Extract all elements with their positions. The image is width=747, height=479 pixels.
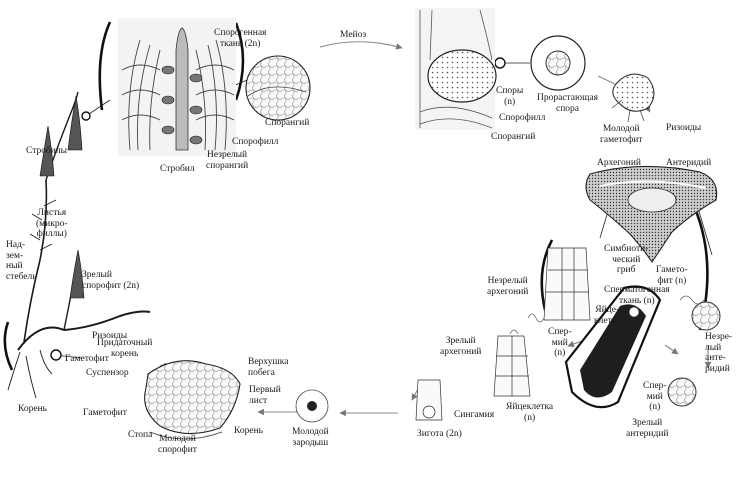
label-strobil: Стробил <box>160 164 195 174</box>
label-leaves-microphylls: Листья (микро- филлы) <box>36 208 68 239</box>
strobili-drawing <box>39 95 85 299</box>
label-sperm-left: Спер- мий (n) <box>548 327 572 358</box>
mature-gametophyte-drawing <box>585 165 718 263</box>
label-aerial-stem: Над- зем- ный стебель <box>6 240 37 282</box>
label-antheridium: Антеридий <box>666 158 712 168</box>
label-first-leaf: Первый лист <box>249 385 281 406</box>
label-symbiotic-fungus: Симбиоти- ческий гриб <box>604 244 649 275</box>
label-shoot-apex: Верхушка побега <box>248 357 289 378</box>
label-root-embryo: Корень <box>234 426 263 436</box>
label-rhizoids-left: Ризоиды <box>92 331 128 341</box>
young-sporophyte-drawing <box>144 360 329 440</box>
label-spores: Споры (n) <box>496 86 524 107</box>
label-foot: Стопа <box>128 430 153 440</box>
label-egg-cell-bottom: Яйцеклетка (n) <box>506 402 554 423</box>
sporangium-drawing <box>415 8 586 130</box>
label-immature-sporangium: Незрелый спорангий <box>206 150 249 171</box>
archegonia-drawing <box>415 247 591 421</box>
label-sporangium-mid: Спорангий <box>491 132 536 142</box>
label-archegonium: Архегоний <box>597 158 642 168</box>
label-mature-antheridium: Зрелый антеридий <box>626 418 669 439</box>
label-zygote: Зигота (2n) <box>417 429 462 439</box>
label-rhizoids-right: Ризоиды <box>666 123 702 133</box>
label-immature-archegonium: Незрелый архегоний <box>487 276 529 297</box>
label-sperm-right: Спер- мий (n) <box>643 381 667 412</box>
young-gametophyte-drawing <box>611 73 655 123</box>
label-sporophyll-mid: Спорофилл <box>499 113 546 123</box>
label-strobili: Стробилы <box>26 146 68 156</box>
label-meiosis: Мейоз <box>340 30 367 40</box>
label-gametophyte-plant: Гаметофит <box>65 354 109 364</box>
label-syngamy: Сингамия <box>454 410 495 420</box>
strobilus-section-drawing <box>118 18 311 156</box>
label-germinating-spore: Прорастающая спора <box>537 93 599 114</box>
label-suspensor: Суспензор <box>86 368 129 378</box>
arrow-meiosis <box>319 41 403 50</box>
label-immature-antheridium: Незре- лый анте- ридий <box>705 332 733 374</box>
label-young-embryo: Молодой зародыш <box>292 427 329 448</box>
label-adventitious-root: Придаточный корень <box>97 338 153 359</box>
label-spermatogenous-tissue: Сперматогенная ткань (n) <box>604 285 670 306</box>
label-young-gametophyte: Молодой гаметофит <box>600 124 643 145</box>
label-young-sporophyte: Молодой спорофит <box>158 434 197 455</box>
label-egg-cell-top: Яйце- клетка <box>594 305 621 326</box>
label-gametophyte-n: Гамето- фит (n) <box>656 265 688 286</box>
label-gametophyte-left: Гаметофит <box>83 408 127 418</box>
label-root-plant: Корень <box>18 404 47 414</box>
label-mature-sporophyte: Зрелый спорофит (2n) <box>82 270 140 291</box>
antheridium-drawing <box>509 285 721 409</box>
label-sporogenous-tissue: Спорогенная ткань (2n) <box>214 28 267 49</box>
label-sporophyll-top: Спорофилл <box>232 137 279 147</box>
label-mature-archegonium: Зрелый архегоний <box>440 336 482 357</box>
arrow-sperm-right <box>664 344 679 355</box>
label-sporangium-top: Спорангий <box>265 118 310 128</box>
